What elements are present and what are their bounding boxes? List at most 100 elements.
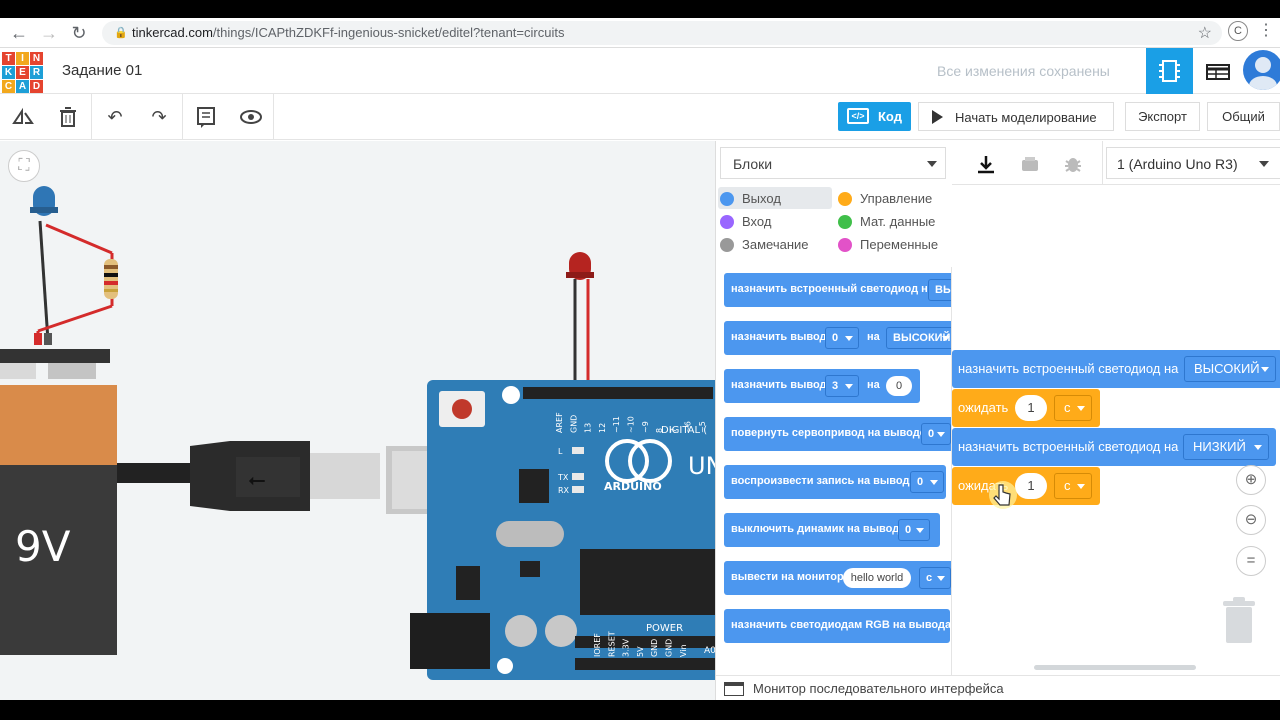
block-dropdown[interactable]: c [919, 567, 951, 589]
zoom-reset-icon[interactable]: = [1236, 546, 1266, 576]
blue-led[interactable] [30, 186, 58, 216]
palette-block-serial-print[interactable]: вывести на монитор hello world c [724, 561, 951, 595]
zoom-out-icon[interactable]: ⊖ [1236, 505, 1266, 535]
script-block-builtin-led-high[interactable]: назначить встроенный светодиод на ВЫСОКИ… [952, 350, 1280, 388]
editor-mode-dropdown[interactable]: Блоки [720, 147, 946, 179]
onboard-led-label: L [558, 447, 563, 456]
category-item[interactable]: Переменные [838, 235, 948, 255]
undo-icon[interactable]: ↶ [107, 107, 123, 127]
power-header-label: POWER [646, 623, 683, 634]
block-value-input[interactable]: 1 [1015, 473, 1047, 499]
circuit-view-button[interactable] [1146, 48, 1193, 94]
block-dropdown[interactable]: ВЫСОКИЙ [886, 327, 951, 349]
palette-block-servo[interactable]: повернуть сервопривод на выводе 0 [724, 417, 951, 451]
logo-letter: K [2, 66, 15, 79]
user-avatar[interactable] [1243, 50, 1280, 90]
zoom-in-icon[interactable]: ⊕ [1236, 465, 1266, 495]
browser-profile-avatar[interactable]: C [1228, 21, 1248, 41]
palette-block-rgb-led[interactable]: назначить светодиодам RGB на выводах [724, 609, 951, 643]
palette-block-digital-write[interactable]: назначить вывод 0 на ВЫСОКИЙ [724, 321, 951, 355]
workspace-trash-icon[interactable] [1220, 595, 1258, 645]
start-simulation-button[interactable]: Начать моделирование [918, 102, 1114, 131]
trash-icon[interactable] [55, 104, 81, 130]
category-item[interactable]: Вход [720, 212, 830, 232]
block-dropdown[interactable]: ВЫ [928, 279, 951, 301]
block-value-input[interactable]: hello world [843, 568, 911, 588]
script-block-builtin-led-low[interactable]: назначить встроенный светодиод на НИЗКИЙ [952, 428, 1276, 466]
rotate-icon[interactable] [10, 104, 36, 130]
palette-block-play-note[interactable]: воспроизвести запись на выводе 0 [724, 465, 946, 499]
resistor[interactable] [104, 259, 118, 299]
reload-icon[interactable]: ↻ [71, 23, 87, 43]
block-text: ожидать [958, 400, 1009, 415]
blocks-workspace[interactable]: назначить встроенный светодиод на ВЫСОКИ… [952, 185, 1280, 675]
visibility-eye-icon[interactable] [238, 104, 264, 130]
notes-icon[interactable] [193, 104, 219, 130]
circuit-workplane[interactable]: ⛶ 9V [0, 141, 715, 700]
browser-menu-icon[interactable]: ⋮ [1258, 22, 1274, 39]
forward-arrow-icon[interactable]: → [40, 23, 58, 43]
serial-monitor-bar[interactable]: Монитор последовательного интерфейса [716, 675, 1280, 700]
block-text: повернуть сервопривод на выводе [731, 427, 926, 439]
block-dropdown[interactable]: 0 [898, 519, 930, 541]
play-icon [932, 110, 943, 124]
bookmark-star-icon[interactable]: ☆ [1197, 25, 1212, 42]
editor-mode-label: Блоки [733, 156, 773, 172]
design-title[interactable]: Задание 01 [62, 62, 143, 79]
category-item[interactable]: Управление [838, 189, 948, 209]
share-button[interactable]: Общий [1207, 102, 1280, 131]
battery-9v[interactable]: 9V [0, 349, 117, 655]
category-item[interactable]: Замечание [720, 235, 830, 255]
onboard-led [572, 447, 584, 454]
block-dropdown[interactable]: 0 [910, 471, 944, 493]
upload-icon[interactable] [1017, 151, 1043, 177]
usb-symbol-icon: ⭠ [248, 468, 266, 493]
script-block-wait-1[interactable]: ожидать 1 с [952, 389, 1100, 427]
logo-letter: T [2, 52, 15, 65]
red-led[interactable] [566, 252, 594, 393]
block-dropdown[interactable]: с [1054, 395, 1092, 421]
circuit-chip-icon [1159, 60, 1180, 82]
onboard-led-label: TX [557, 473, 569, 482]
download-code-icon[interactable] [973, 151, 999, 177]
address-bar[interactable]: 🔒 tinkercad.com/things/ICAPthZDKFf-ingen… [102, 21, 1222, 45]
fit-view-icon[interactable]: ⛶ [8, 150, 40, 182]
onboard-led-label: RX [558, 486, 570, 495]
block-dropdown[interactable]: НИЗКИЙ [1183, 434, 1269, 460]
script-block-wait-2[interactable]: ожидать 1 с [952, 467, 1100, 505]
category-dot-icon [838, 215, 852, 229]
export-button[interactable]: Экспорт [1125, 102, 1200, 131]
logo-letter: R [30, 66, 43, 79]
block-dropdown[interactable]: 0 [825, 327, 859, 349]
debugger-bug-icon[interactable] [1060, 151, 1086, 177]
logo-letter: I [16, 52, 29, 65]
device-dropdown[interactable]: 1 (Arduino Uno R3) [1106, 147, 1280, 179]
palette-block-stop-speaker[interactable]: выключить динамик на выводе 0 [724, 513, 940, 547]
block-dropdown[interactable]: 0 [921, 423, 951, 445]
simulate-button-label: Начать моделирование [955, 110, 1097, 125]
code-button[interactable]: </> Код [838, 102, 911, 131]
pin-label: IOREF [593, 633, 602, 657]
palette-block-builtin-led[interactable]: назначить встроенный светодиод на ВЫ [724, 273, 951, 307]
category-item[interactable]: Выход [720, 189, 830, 209]
letterbox-top [0, 0, 1280, 18]
back-arrow-icon[interactable]: ← [10, 23, 28, 43]
block-value-input[interactable]: 1 [1015, 395, 1047, 421]
category-label: Управление [860, 191, 933, 206]
block-text: на [867, 331, 880, 343]
block-text: выключить динамик на выводе [731, 523, 906, 535]
redo-icon[interactable]: ↷ [151, 107, 167, 127]
category-label: Переменные [860, 237, 939, 252]
block-dropdown[interactable]: 3 [825, 375, 859, 397]
components-list-button[interactable] [1200, 48, 1236, 94]
block-dropdown[interactable]: с [1054, 473, 1092, 499]
block-dropdown[interactable]: ВЫСОКИЙ [1184, 356, 1276, 382]
block-value-input[interactable]: 0 [886, 376, 912, 396]
palette-block-analog-write[interactable]: назначить вывод 3 на 0 [724, 369, 920, 403]
category-item[interactable]: Мат. данные [838, 212, 948, 232]
workspace-horizontal-scrollbar[interactable] [1034, 665, 1196, 670]
block-text: назначить встроенный светодиод на [731, 283, 934, 295]
